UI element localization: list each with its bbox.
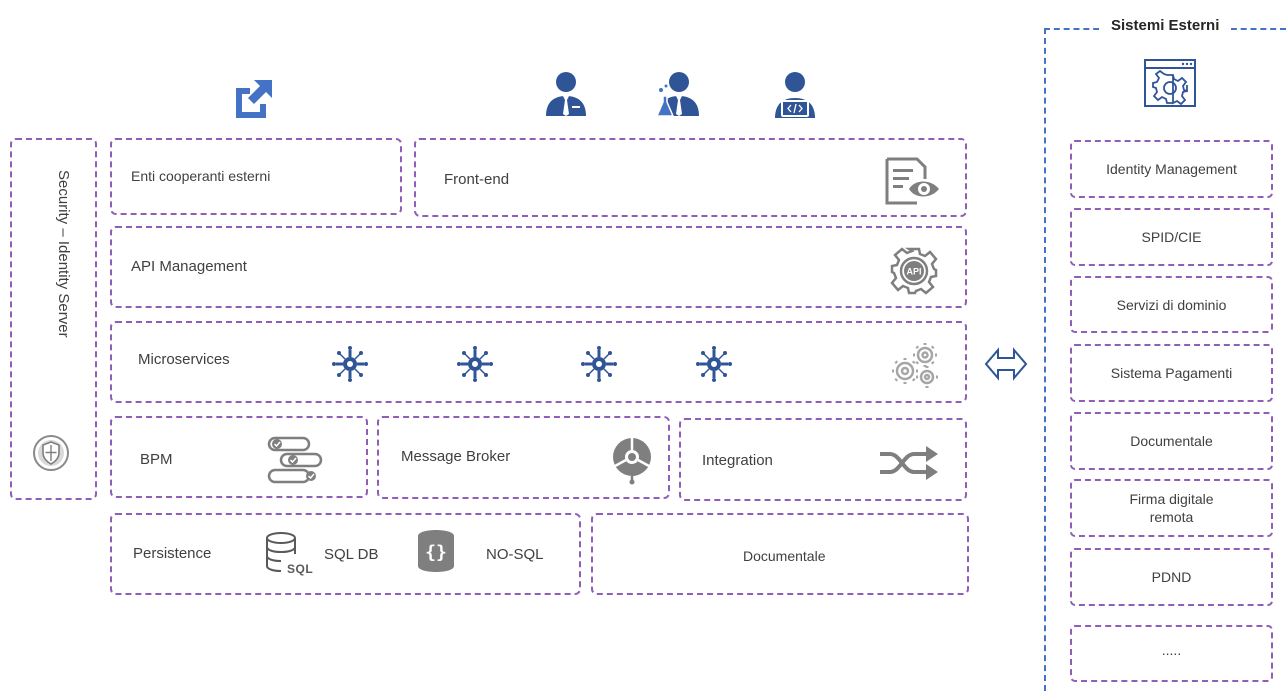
frontend-label: Front-end xyxy=(444,171,510,188)
external-item-label: Servizi di dominio xyxy=(1116,296,1227,313)
api-management-box: API Management API xyxy=(110,226,967,308)
external-item-label: ..... xyxy=(1161,641,1182,658)
scientist-user-icon xyxy=(653,70,701,118)
external-item-label: SPID/CIE xyxy=(1141,229,1202,245)
bpm-box: BPM xyxy=(110,416,368,498)
integration-box: Integration xyxy=(679,418,967,501)
external-systems-title: Sistemi Esterni xyxy=(1099,15,1232,36)
api-gear-icon: API xyxy=(889,246,939,296)
business-user-icon xyxy=(544,70,588,118)
shield-icon xyxy=(31,433,71,473)
security-panel: Security – Identity Server xyxy=(10,138,97,500)
security-panel-label: Security – Identity Server xyxy=(55,170,72,338)
external-item-label: Sistema Pagamenti xyxy=(1110,365,1233,381)
enti-cooperanti-box: Enti cooperanti esterni xyxy=(110,138,402,215)
documentale-label: Documentale xyxy=(743,548,826,564)
bpm-label: BPM xyxy=(140,451,173,468)
developer-user-icon xyxy=(772,70,818,120)
persistence-box: Persistence SQL SQL DB {} NO-SQL xyxy=(110,513,581,595)
external-item: Servizi di dominio xyxy=(1070,276,1273,333)
external-item: ..... xyxy=(1070,625,1273,682)
persistence-label: Persistence xyxy=(133,545,212,562)
frontend-view-icon xyxy=(883,157,945,205)
nosql-database-icon: {} xyxy=(416,528,456,576)
shuffle-icon xyxy=(878,446,942,480)
sql-database-icon: SQL xyxy=(264,532,314,578)
external-item: Firma digitale remota xyxy=(1070,479,1273,537)
external-item-label: Firma digitale remota xyxy=(1129,491,1214,525)
message-broker-icon xyxy=(609,435,655,485)
svg-text:API: API xyxy=(906,267,921,277)
sql-icon-text: SQL xyxy=(287,562,314,576)
settings-window-icon xyxy=(1143,58,1197,108)
external-item-label: PDND xyxy=(1151,569,1192,585)
microservice-icon xyxy=(580,345,618,383)
external-item: PDND xyxy=(1070,548,1273,606)
microservices-box: Microservices xyxy=(110,321,967,403)
external-item: Sistema Pagamenti xyxy=(1070,344,1273,402)
bidirectional-arrow-icon xyxy=(984,347,1028,381)
workflow-icon xyxy=(267,434,323,486)
sql-db-label: SQL DB xyxy=(324,546,379,563)
external-item-label: Identity Management xyxy=(1106,161,1237,177)
external-item-label: Documentale xyxy=(1130,433,1213,449)
documentale-box: Documentale xyxy=(591,513,969,595)
microservice-icon xyxy=(456,345,494,383)
enti-cooperanti-label: Enti cooperanti esterni xyxy=(131,168,271,184)
external-item: SPID/CIE xyxy=(1070,208,1273,266)
svg-text:{}: {} xyxy=(425,542,447,563)
message-broker-label: Message Broker xyxy=(401,448,511,465)
microservice-icon xyxy=(331,345,369,383)
gears-icon xyxy=(889,341,941,389)
message-broker-box: Message Broker xyxy=(377,416,670,499)
external-item: Identity Management xyxy=(1070,140,1273,198)
api-management-label: API Management xyxy=(131,258,247,275)
microservices-label: Microservices xyxy=(138,351,230,368)
external-link-icon xyxy=(230,74,278,122)
external-item: Documentale xyxy=(1070,412,1273,470)
frontend-box: Front-end xyxy=(414,138,967,217)
nosql-label: NO-SQL xyxy=(486,546,544,563)
integration-label: Integration xyxy=(702,452,773,469)
microservice-icon xyxy=(695,345,733,383)
